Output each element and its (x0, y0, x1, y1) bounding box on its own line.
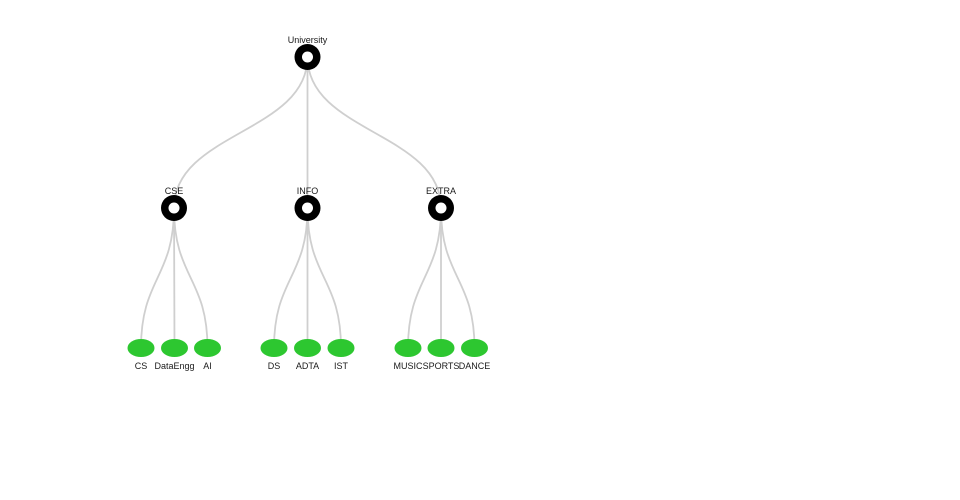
tree-node-info[interactable] (294, 195, 321, 221)
node-label-ist: IST (334, 361, 349, 371)
tree-node-dance[interactable] (461, 339, 488, 357)
tree-node-ai[interactable] (194, 339, 221, 357)
tree-node-cse[interactable] (161, 195, 187, 221)
tree-node-music[interactable] (394, 339, 422, 357)
tree-link-cse-ai (173, 207, 209, 349)
leaf-node-shape[interactable] (194, 339, 221, 357)
tree-node-dataengg[interactable] (161, 339, 188, 357)
ring-node-hole (435, 202, 447, 214)
ring-node-hole (302, 202, 313, 214)
node-label-sports: SPORTS (423, 361, 460, 371)
node-label-dance: DANCE (459, 361, 491, 371)
tree-node-sports[interactable] (427, 339, 455, 357)
ring-node-hole (168, 202, 180, 214)
tree-link-extra-dance (440, 207, 476, 349)
tree-link-cse-dataengg (173, 207, 176, 349)
tree-link-info-ds (273, 207, 309, 349)
leaf-node-shape[interactable] (294, 339, 321, 357)
node-label-music: MUSIC (394, 361, 424, 371)
tree-node-university[interactable] (294, 44, 321, 70)
tree-link-extra-music (407, 207, 442, 349)
tree-link-university-cse (173, 56, 309, 209)
node-label-cs: CS (135, 361, 148, 371)
tree-link-university-extra (306, 56, 442, 209)
tree-node-ds[interactable] (260, 339, 288, 357)
leaf-node-shape[interactable] (161, 339, 188, 357)
leaf-node-shape[interactable] (394, 339, 422, 357)
tree-node-cs[interactable] (127, 339, 155, 357)
node-label-ds: DS (268, 361, 281, 371)
leaf-node-shape[interactable] (327, 339, 355, 357)
leaf-node-shape[interactable] (127, 339, 155, 357)
tree-node-extra[interactable] (428, 195, 454, 221)
links-layer (140, 56, 476, 349)
node-label-cse: CSE (165, 186, 184, 196)
node-label-extra: EXTRA (426, 186, 456, 196)
leaf-node-shape[interactable] (461, 339, 488, 357)
tree-node-adta[interactable] (294, 339, 321, 357)
node-label-ai: AI (203, 361, 212, 371)
tree-node-ist[interactable] (327, 339, 355, 357)
ring-node-hole (302, 51, 313, 63)
node-label-adta: ADTA (296, 361, 319, 371)
node-label-university: University (288, 35, 328, 45)
leaf-node-shape[interactable] (260, 339, 288, 357)
tree-link-cse-cs (140, 207, 175, 349)
nodes-layer (127, 44, 488, 357)
leaf-node-shape[interactable] (427, 339, 455, 357)
node-label-dataengg: DataEngg (154, 361, 194, 371)
tree-link-info-ist (306, 207, 342, 349)
